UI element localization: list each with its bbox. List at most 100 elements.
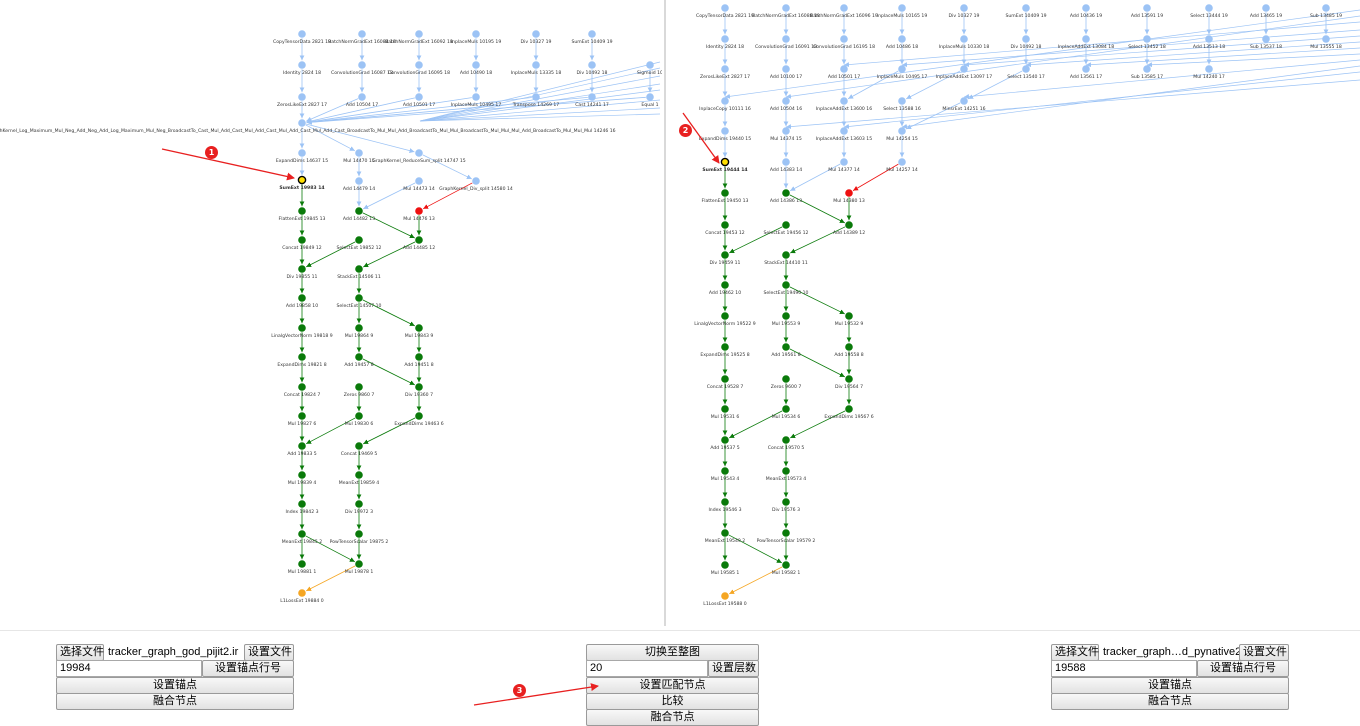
graph-node[interactable]: Add 13513 18 (1193, 35, 1225, 50)
graph-node[interactable]: Add 10436 19 (1070, 4, 1102, 19)
graph-node[interactable]: Select 13588 16 (883, 97, 921, 112)
graph-node[interactable]: MinsrExt 14251 16 (942, 97, 986, 112)
graph-node[interactable]: Div 19459 11 (710, 251, 741, 266)
graph-node[interactable]: Add 14386 13 (770, 189, 802, 204)
graph-node[interactable]: Mul 14476 13 (403, 207, 435, 222)
graph-node-dot[interactable] (1262, 35, 1270, 43)
graph-node[interactable]: SelectExt 19490 10 (764, 281, 809, 296)
graph-node-dot[interactable] (298, 560, 306, 568)
graph-node[interactable]: Add 10504 17 (346, 93, 378, 108)
graph-node[interactable]: SumExt 10409 19 (1005, 4, 1047, 19)
graph-node-dot[interactable] (298, 324, 306, 332)
graph-node-dot[interactable] (355, 236, 363, 244)
graph-node-dot[interactable] (1262, 4, 1270, 12)
graph-node-dot[interactable] (588, 30, 596, 38)
graph-node[interactable]: Mul 19543 4 (711, 467, 740, 482)
graph-node-dot[interactable] (960, 35, 968, 43)
graph-node-dot[interactable] (898, 127, 906, 135)
graph-node-dot[interactable] (840, 4, 848, 12)
graph-node-dot[interactable] (845, 221, 853, 229)
graph-node-dot[interactable] (588, 93, 596, 101)
graph-node-dot[interactable] (1205, 35, 1213, 43)
graph-node-dot[interactable] (898, 65, 906, 73)
graph-node[interactable]: LinalgVectorNorm 19818 9 (271, 324, 333, 339)
graph-node[interactable]: Mul 19843 9 (405, 324, 434, 339)
center-merge-nodes-button[interactable]: 融合节点 (586, 709, 759, 726)
graph-node[interactable]: Add 14479 14 (343, 177, 375, 192)
graph-node[interactable]: Mul 19553 9 (772, 312, 801, 327)
anchor-node[interactable]: SumExt 19444 14 (702, 157, 748, 173)
graph-node-dot[interactable] (415, 93, 423, 101)
graph-node[interactable]: MeanExt 19859 4 (339, 471, 379, 486)
graph-node-dot[interactable] (721, 529, 729, 537)
graph-node-dot[interactable] (845, 375, 853, 383)
graph-node[interactable]: Mul 19864 9 (345, 324, 374, 339)
graph-node[interactable]: Add 10100 17 (770, 65, 802, 80)
graph-node-dot[interactable] (721, 251, 729, 259)
graph-node-dot[interactable] (415, 207, 423, 215)
graph-node[interactable]: Concat 19469 5 (341, 442, 378, 457)
graph-node[interactable]: Mul 14473 14 (403, 177, 435, 192)
graph-node[interactable]: ExpandDims 19440 15 (699, 127, 751, 142)
graph-node-dot[interactable] (1143, 35, 1151, 43)
graph-node[interactable]: Identity 2824 18 (283, 61, 321, 76)
graph-node[interactable]: CopyTensorData 2821 19 (696, 4, 754, 19)
graph-node-dot[interactable] (355, 294, 363, 302)
graph-node-dot[interactable] (845, 189, 853, 197)
graph-node-dot[interactable] (298, 383, 306, 391)
graph-node-dot[interactable] (298, 30, 306, 38)
graph-node-dot[interactable] (721, 97, 729, 105)
graph-node-dot[interactable] (472, 61, 480, 69)
graph-node[interactable]: Div 19360 7 (405, 383, 433, 398)
graph-node[interactable]: Index 19842 3 (285, 500, 319, 515)
graph-node-dot[interactable] (298, 119, 306, 127)
graph-node-dot[interactable] (782, 498, 790, 506)
graph-node-dot[interactable] (960, 97, 968, 105)
graph-node[interactable]: Add 14482 13 (343, 207, 375, 222)
graph-node[interactable]: Mul 19830 6 (345, 412, 374, 427)
graph-node-dot[interactable] (1205, 4, 1213, 12)
graph-node[interactable]: Div 10327 19 (949, 4, 980, 19)
set-levels-button[interactable]: 设置层数 (708, 660, 759, 677)
graph-node-dot[interactable] (782, 375, 790, 383)
graph-node[interactable]: SumExt 10409 19 (571, 30, 613, 45)
panel-divider[interactable] (664, 0, 666, 626)
graph-node-dot[interactable] (1322, 35, 1330, 43)
compare-button[interactable]: 比较 (586, 693, 759, 710)
graph-node-dot[interactable] (472, 93, 480, 101)
graph-node[interactable]: Sub 13485 19 (1310, 4, 1342, 19)
graph-node-dot[interactable] (898, 4, 906, 12)
graph-node-dot[interactable] (355, 265, 363, 273)
graph-node[interactable]: Zeros 9600 7 (771, 375, 802, 390)
set-match-node-button[interactable]: 设置匹配节点 (586, 677, 759, 694)
graph-node[interactable]: Add 13465 19 (1250, 4, 1282, 19)
graph-node-dot[interactable] (415, 149, 423, 157)
graph-node-dot[interactable] (1082, 4, 1090, 12)
graph-node-dot[interactable] (721, 375, 729, 383)
graph-node-dot[interactable] (782, 65, 790, 73)
left-select-file-button[interactable]: 选择文件 (56, 644, 104, 661)
graph-node[interactable]: ExpandDims 19463 6 (394, 412, 444, 427)
graph-node[interactable]: Sub 13537 18 (1250, 35, 1282, 50)
graph-node[interactable]: MeanExt 19573 4 (766, 467, 806, 482)
graph-node[interactable]: InplaceMuls 10495 17 (451, 93, 502, 108)
graph-node[interactable]: ExpandDims 14637 15 (276, 149, 328, 164)
graph-node[interactable]: Add 10504 16 (770, 97, 802, 112)
graph-node[interactable]: PowTensorScalar 19875 2 (330, 530, 389, 545)
graph-node[interactable]: Sigmoid 10 (637, 61, 662, 76)
graph-node[interactable]: PowTensorScalar 19579 2 (757, 529, 816, 544)
graph-node[interactable]: Add 19457 8 (344, 353, 374, 368)
graph-node-dot[interactable] (415, 383, 423, 391)
graph-node-dot[interactable] (298, 530, 306, 538)
graph-node[interactable]: Mul 19532 9 (835, 312, 864, 327)
graph-node[interactable]: Zeros 9860 7 (344, 383, 375, 398)
graph-node-dot[interactable] (298, 353, 306, 361)
graph-node-dot[interactable] (782, 343, 790, 351)
graph-node[interactable]: Mul 19585 1 (711, 561, 740, 576)
graph-node[interactable]: Mul 13555 18 (1310, 35, 1342, 50)
left-set-anchor-button[interactable]: 设置锚点 (56, 677, 294, 694)
graph-node-dot[interactable] (721, 4, 729, 12)
graph-node[interactable]: ExpandDims 19821 8 (277, 353, 327, 368)
graph-node[interactable]: MeanExt 19845 2 (282, 530, 322, 545)
